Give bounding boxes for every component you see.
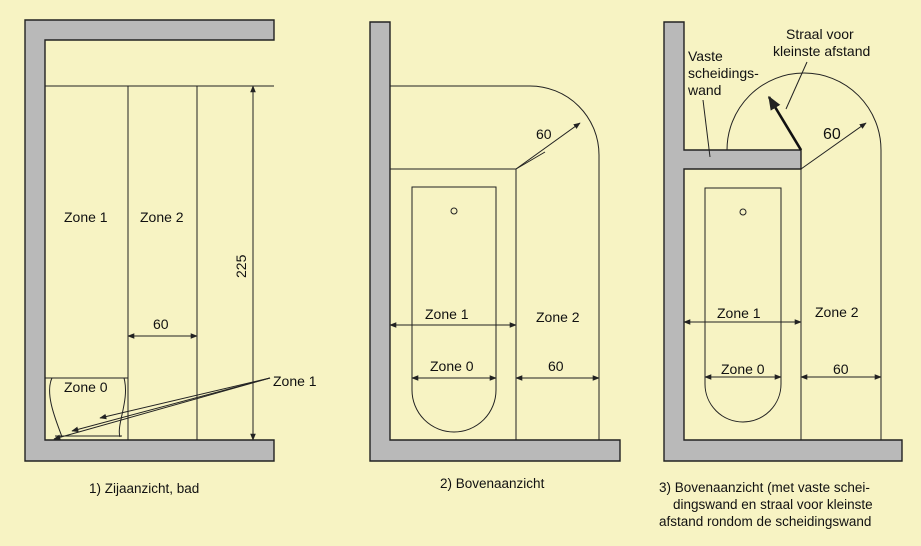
view1-wall [24, 19, 275, 462]
view3-caption-line1: 3) Bovenaanzicht (met vaste schei- [659, 480, 870, 495]
view3-wall-label-line2: scheidings- [688, 65, 759, 81]
view3-wall [663, 21, 903, 462]
view3-drain [739, 208, 747, 216]
view3-radius-value: 60 [823, 126, 841, 143]
view2-radius-arrow [515, 122, 581, 170]
view2-zone1-label: Zone 1 [425, 306, 469, 322]
view2-drain [450, 207, 458, 215]
view2-diagonal-line [515, 151, 546, 170]
view3-ray-leader [785, 61, 808, 110]
view3-wall-label-line3: wand [687, 82, 721, 98]
view2-radius-value: 60 [536, 126, 552, 142]
view1-height-value: 225 [233, 254, 249, 278]
view3-bathtub [704, 187, 782, 423]
view1-pointer-line-3 [53, 377, 271, 440]
view2-top-view: Zone 1 Zone 2 Zone 0 60 60 2) Bovenaanzi… [369, 21, 621, 491]
view1-bathtub [45, 377, 128, 438]
view1-pointer-line-1 [99, 377, 271, 420]
view3-top-view: Zone 1 Zone 2 Zone 0 60 60 Vaste scheidi… [659, 21, 903, 529]
view3-wall-label-line1: Vaste [688, 48, 723, 64]
view3-zone2-label: Zone 2 [815, 304, 859, 320]
view2-zone0-label: Zone 0 [430, 358, 474, 374]
view1-zone1-pointer-label: Zone 1 [273, 373, 317, 389]
view1-width-value: 60 [153, 316, 169, 332]
view3-width-value: 60 [833, 361, 849, 377]
view3-caption-line2: dingswand en straal voor kleinste [673, 497, 873, 512]
view2-wall [369, 21, 621, 462]
view2-caption: 2) Bovenaanzicht [440, 476, 545, 491]
view3-wall-leader [702, 99, 711, 158]
view3-radius-arrow [800, 122, 867, 170]
view3-shortest-ray [767, 95, 803, 151]
view2-zone2-label: Zone 2 [536, 309, 580, 325]
view1-zone1-label: Zone 1 [64, 209, 108, 225]
view1-side-view: Zone 1 Zone 2 Zone 0 Zone 1 60 225 1) Zi… [24, 19, 317, 496]
view1-caption: 1) Zijaanzicht, bad [89, 481, 199, 496]
view1-zone2-label: Zone 2 [140, 209, 184, 225]
view3-zone-outline [726, 72, 882, 440]
view3-ray-label-line1: Straal voor [786, 26, 854, 42]
view2-width-value: 60 [548, 358, 564, 374]
view3-caption-line3: afstand rondom de scheidingswand [659, 514, 871, 529]
view2-zone-outline [390, 85, 600, 440]
view1-zone0-label: Zone 0 [64, 379, 108, 395]
view3-ray-label-line2: kleinste afstand [773, 43, 870, 59]
view3-zone1-label: Zone 1 [717, 305, 761, 321]
view2-bathtub [411, 186, 497, 433]
view3-zone0-label: Zone 0 [721, 361, 765, 377]
